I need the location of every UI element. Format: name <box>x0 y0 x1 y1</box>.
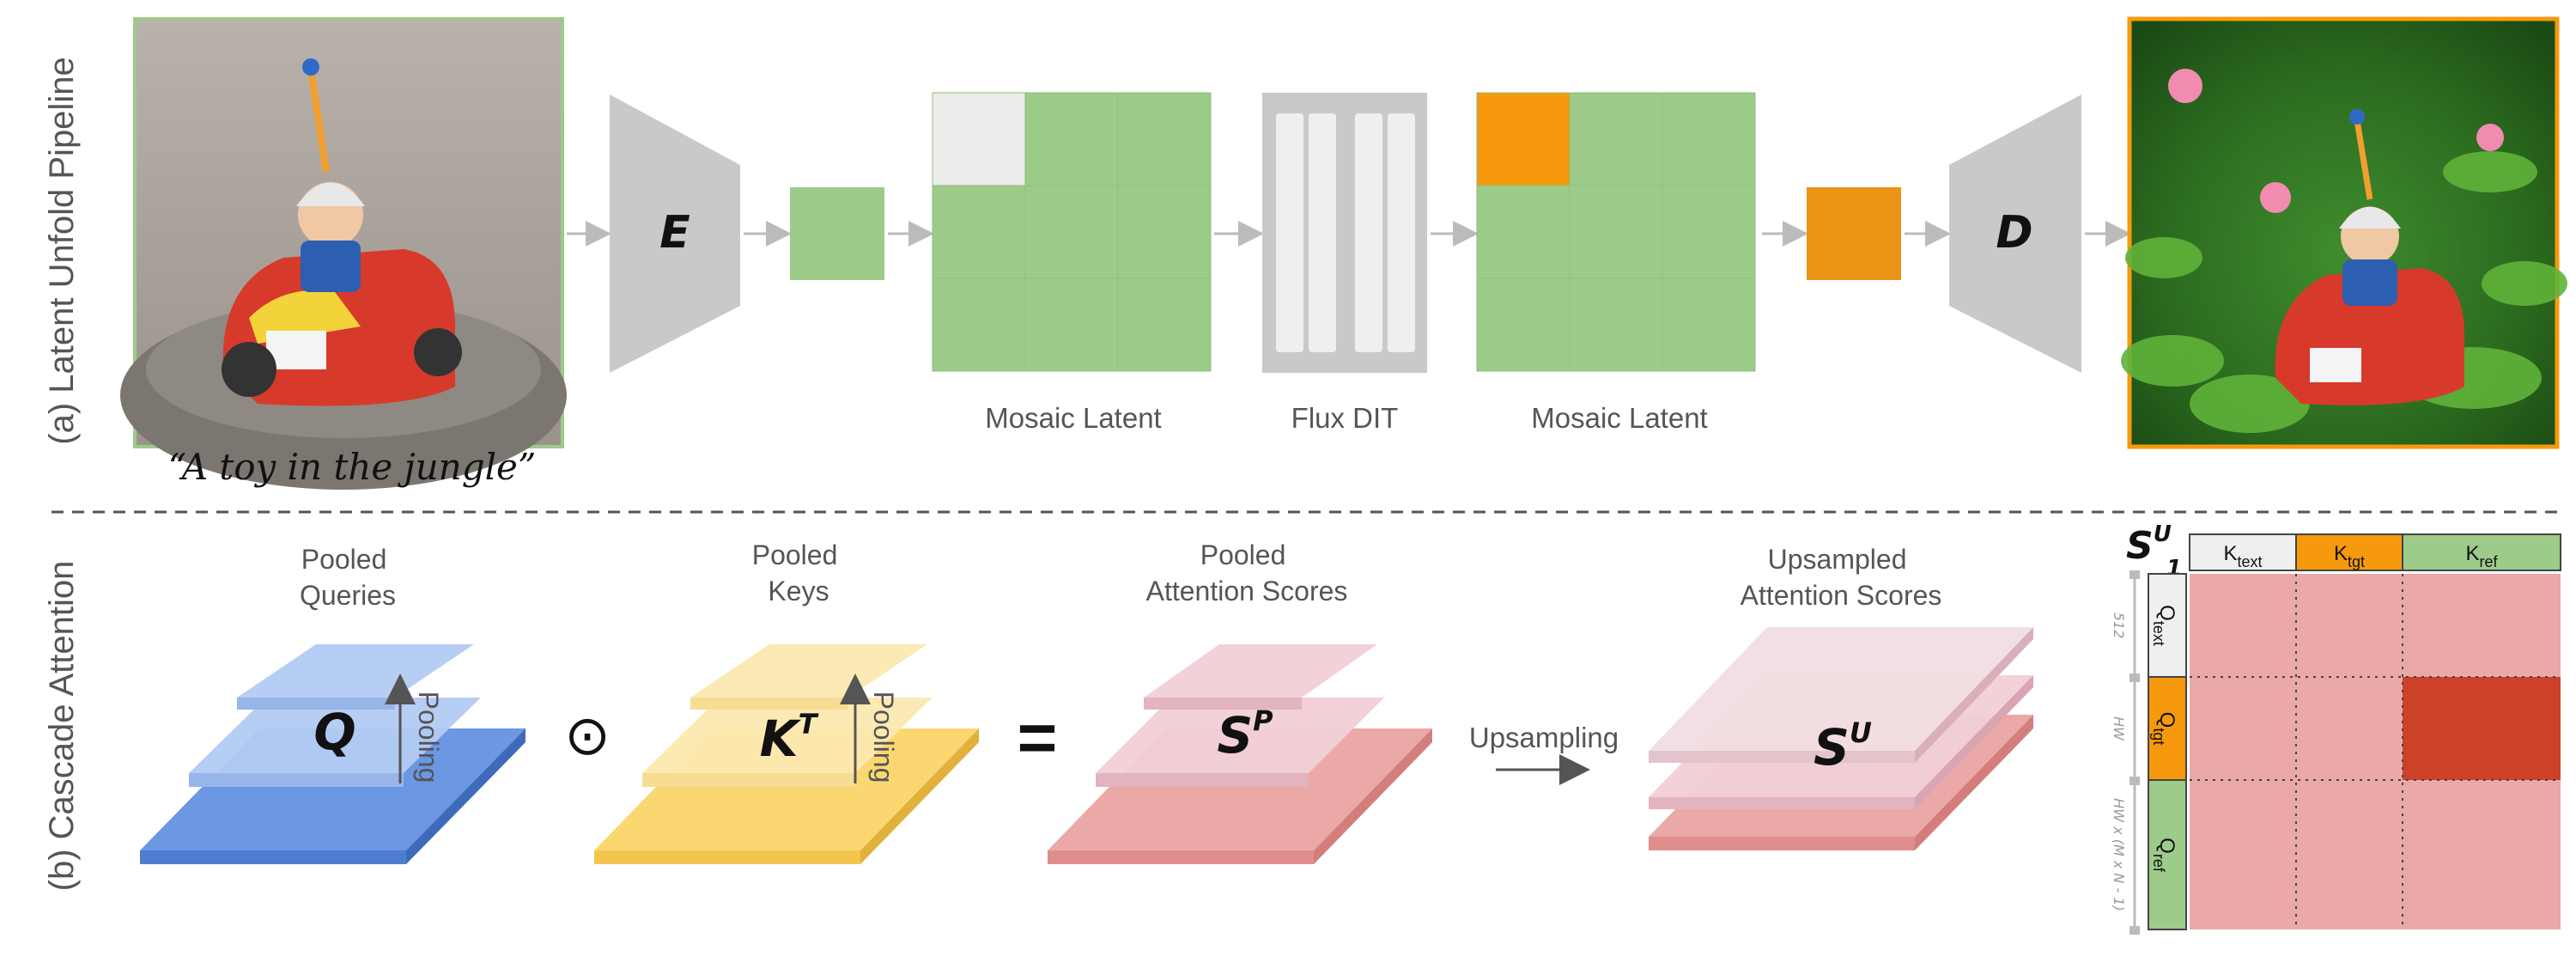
pooled-keys-label: Pooled Keys <box>752 539 846 606</box>
mosaic-reference-tile <box>932 185 1026 279</box>
col-header-k-tgt <box>2295 533 2403 571</box>
flux-dit-block <box>1262 93 1427 373</box>
key-stack <box>594 644 979 864</box>
col-header-k-text-label: Ktext <box>2223 542 2262 570</box>
col-header-k-ref-label: Kref <box>2465 542 2498 570</box>
row-header-q-tgt-label: Qtgt <box>2150 712 2178 746</box>
mosaic-reference-tile <box>1569 92 1663 186</box>
col-header-k-tgt-label: Ktgt <box>2334 542 2365 570</box>
col-header-k-ref <box>2402 533 2561 571</box>
pooling-label-k: Pooling <box>868 692 899 783</box>
mosaic-reference-tile <box>1117 277 1212 372</box>
axis-label-hw-mn: HW x (M x N - 1) <box>2111 798 2127 911</box>
pooled-score-stack <box>1048 644 1432 864</box>
q-symbol: Q <box>313 703 355 761</box>
axis-label-hw: HW <box>2111 716 2127 741</box>
mosaic-target-tile <box>932 92 1026 186</box>
mosaic-reference-tile <box>1024 277 1119 372</box>
mosaic-reference-tile <box>1662 185 1756 279</box>
mosaic-latent-input <box>932 92 1212 372</box>
row-header-q-text-label: Qtext <box>2150 605 2178 646</box>
mosaic-reference-tile <box>1569 185 1663 279</box>
upsampled-score-stack <box>1649 627 2033 850</box>
mosaic-reference-tile <box>1024 185 1119 279</box>
input-caption: “A toy in the jungle” <box>168 446 537 488</box>
row-header-q-ref <box>2148 779 2187 930</box>
decoder-label: D <box>1996 207 2032 259</box>
panel-b-title: (b) Cascade Attention <box>43 561 81 892</box>
pooling-label-q: Pooling <box>413 692 444 783</box>
upsampled-scores-label: Upsampled Attention Scores <box>1741 544 1942 611</box>
equals-operator: = <box>1018 699 1058 776</box>
mosaic-reference-tile <box>1569 277 1663 372</box>
latent-tile <box>790 187 884 280</box>
mosaic-reference-tile <box>1024 92 1119 186</box>
target-latent-tile <box>1807 187 1901 280</box>
mosaic-reference-tile <box>1476 277 1571 372</box>
su-symbol: SU <box>1814 716 1872 777</box>
panel-a-title: (a) Latent Unfold Pipeline <box>43 57 81 444</box>
row-header-q-ref-label: Qref <box>2150 838 2178 873</box>
hadamard-operator: ⊙ <box>564 704 611 766</box>
k-symbol: KT <box>760 708 819 768</box>
decoder-block: D <box>1949 94 2081 373</box>
mosaic-reference-tile <box>1662 92 1756 186</box>
mosaic-label-2: Mosaic Latent <box>1531 402 1707 434</box>
mosaic-reference-tile <box>1662 277 1756 372</box>
mosaic-latent-output <box>1476 92 1756 372</box>
pooled-queries-label: Pooled Queries <box>300 544 396 611</box>
input-photo <box>120 17 567 490</box>
mosaic-label-1: Mosaic Latent <box>985 402 1161 434</box>
encoder-label: E <box>659 207 690 259</box>
query-stack <box>140 644 526 864</box>
mosaic-reference-tile <box>1117 92 1212 186</box>
encoder-block: E <box>610 94 740 373</box>
mosaic-reference-tile <box>932 277 1026 372</box>
tgt-ref-block <box>2403 677 2561 780</box>
row-header-q-tgt <box>2148 676 2187 781</box>
axis-label-512: 512 <box>2111 612 2127 639</box>
sp-symbol: SP <box>1217 704 1273 765</box>
output-photo <box>2121 16 2567 449</box>
pooled-scores-label: Pooled Attention Scores <box>1146 539 1348 606</box>
mosaic-reference-tile <box>1117 185 1212 279</box>
upsampling-label: Upsampling <box>1469 722 1619 753</box>
mosaic-reference-tile <box>1476 185 1571 279</box>
mosaic-target-tile <box>1476 92 1571 186</box>
dit-label: Flux DIT <box>1291 402 1399 434</box>
